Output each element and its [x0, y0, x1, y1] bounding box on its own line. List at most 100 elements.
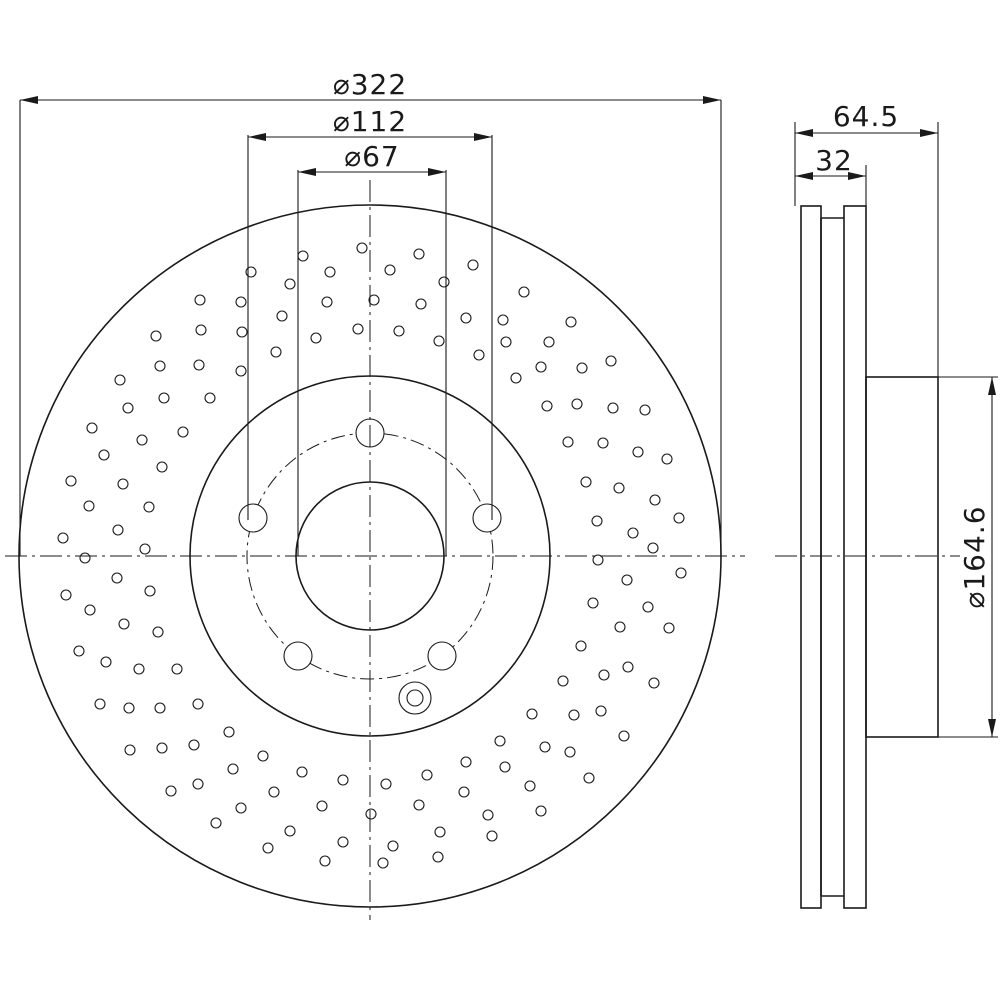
drill-hole	[188, 739, 200, 751]
drill-hole	[595, 705, 607, 717]
drill-hole	[112, 524, 124, 536]
drill-hole	[337, 774, 349, 786]
drill-hole	[204, 392, 216, 404]
hat-diameter-label: ⌀164.6	[958, 505, 991, 608]
drill-hole	[486, 830, 498, 842]
drill-hole	[583, 772, 595, 784]
drill-hole	[393, 325, 405, 337]
drill-hole	[177, 426, 189, 438]
drill-hole	[562, 436, 574, 448]
drill-hole	[195, 324, 207, 336]
drill-hole	[276, 310, 288, 322]
drill-hole	[415, 298, 427, 310]
drill-hole	[352, 323, 364, 335]
drill-hole	[316, 800, 328, 812]
drill-hole	[192, 778, 204, 790]
drill-hole	[518, 286, 530, 298]
drill-hole	[661, 453, 673, 465]
drill-hole	[319, 855, 331, 867]
drill-hole	[154, 702, 166, 714]
drill-hole	[270, 346, 282, 358]
drill-hole	[337, 836, 349, 848]
drill-hole	[458, 786, 470, 798]
drill-hole	[564, 746, 576, 758]
drill-hole	[123, 702, 135, 714]
outer-diameter-label: ⌀322	[333, 68, 407, 101]
drill-hole	[380, 778, 392, 790]
drill-hole	[150, 330, 162, 342]
drill-hole	[158, 392, 170, 404]
drill-hole	[122, 402, 134, 414]
drill-hole	[154, 360, 166, 372]
drill-hole	[194, 294, 206, 306]
drill-hole	[387, 840, 399, 852]
drill-hole	[296, 766, 308, 778]
bolt-hole	[283, 641, 313, 671]
drill-hole	[565, 316, 577, 328]
drill-hole	[144, 585, 156, 597]
drill-hole	[262, 842, 274, 854]
drill-hole	[365, 808, 377, 820]
drill-hole	[613, 482, 625, 494]
drill-hole	[524, 780, 536, 792]
drill-hole	[500, 336, 512, 348]
bolt-hole	[427, 641, 457, 671]
drill-hole	[622, 661, 634, 673]
drill-hole	[432, 851, 444, 863]
drill-hole	[434, 826, 446, 838]
drill-hole	[73, 645, 85, 657]
drill-hole	[535, 361, 547, 373]
drill-hole	[649, 494, 661, 506]
drill-hole	[310, 332, 322, 344]
side-view	[775, 205, 960, 909]
drill-hole	[368, 294, 380, 306]
drill-hole	[632, 446, 644, 458]
drill-hole	[143, 501, 155, 513]
drill-hole	[60, 589, 72, 601]
drill-hole	[413, 248, 425, 260]
drill-hole	[413, 799, 425, 811]
drill-hole	[648, 677, 660, 689]
drill-hole	[193, 359, 205, 371]
drill-hole	[235, 365, 247, 377]
drill-hole	[618, 730, 630, 742]
center-bore-dimension: ⌀67	[297, 140, 447, 556]
drill-hole	[467, 259, 479, 271]
drill-hole	[494, 735, 506, 747]
total-height-label: 64.5	[833, 100, 899, 133]
drill-hole	[117, 478, 129, 490]
locator-hole-inner	[406, 689, 424, 707]
drill-hole	[438, 276, 450, 288]
drill-hole	[539, 741, 551, 753]
hat-diameter-dimension: ⌀164.6	[938, 376, 998, 738]
drill-hole	[223, 726, 235, 738]
drill-hole	[98, 449, 110, 461]
drill-hole	[86, 422, 98, 434]
drill-hole	[421, 769, 433, 781]
drill-hole	[65, 475, 77, 487]
drill-hole	[510, 372, 522, 384]
drill-hole	[257, 750, 269, 762]
bolt-circle-label: ⌀112	[333, 105, 407, 138]
drill-hole	[284, 278, 296, 290]
drill-hole	[235, 802, 247, 814]
drill-hole	[94, 698, 106, 710]
drill-hole	[526, 708, 538, 720]
drill-hole	[663, 622, 675, 634]
drill-hole	[460, 312, 472, 324]
drill-hole	[627, 527, 639, 539]
drill-hole	[607, 402, 619, 414]
drill-hole	[114, 374, 126, 386]
drill-hole	[605, 355, 617, 367]
drill-hole	[284, 825, 296, 837]
drill-hole	[171, 663, 183, 675]
inner-friction-plate	[843, 205, 867, 909]
drill-hole	[473, 349, 485, 361]
outer-diameter-dimension: ⌀322	[19, 68, 722, 556]
drill-hole	[111, 572, 123, 584]
drill-hole	[535, 805, 547, 817]
front-view	[5, 180, 745, 920]
drill-holes	[57, 242, 687, 869]
drill-hole	[83, 500, 95, 512]
